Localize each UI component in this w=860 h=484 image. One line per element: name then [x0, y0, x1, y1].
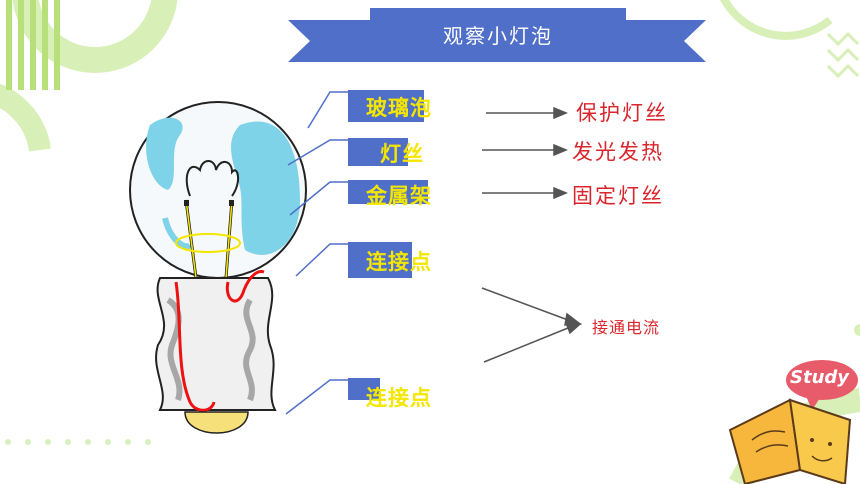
study-sticker-text: Study [790, 367, 850, 388]
pointer-lines [285, 91, 348, 415]
function-filament: 发光发热 [572, 140, 664, 164]
corner-decoration-top-left [0, 0, 178, 152]
label-contact-point-lower: 连接点 [366, 386, 432, 410]
function-glass-bulb: 保护灯丝 [576, 101, 668, 125]
study-book-sticker [728, 360, 858, 484]
label-contact-point-upper: 连接点 [366, 250, 432, 274]
corner-decoration-top-right [720, 0, 860, 79]
function-metal-frame: 固定灯丝 [572, 184, 664, 208]
label-metal-frame: 金属架 [366, 184, 432, 208]
light-bulb-illustration [129, 101, 307, 434]
label-glass-bulb: 玻璃泡 [366, 96, 432, 120]
dot-row-decoration [5, 439, 151, 445]
arrows [481, 106, 583, 363]
banner-title: 观察小灯泡 [443, 24, 553, 48]
label-filament: 灯丝 [380, 142, 424, 166]
function-contact-points: 接通电流 [592, 318, 661, 337]
label-boxes [348, 90, 428, 400]
title-banner [288, 8, 706, 62]
